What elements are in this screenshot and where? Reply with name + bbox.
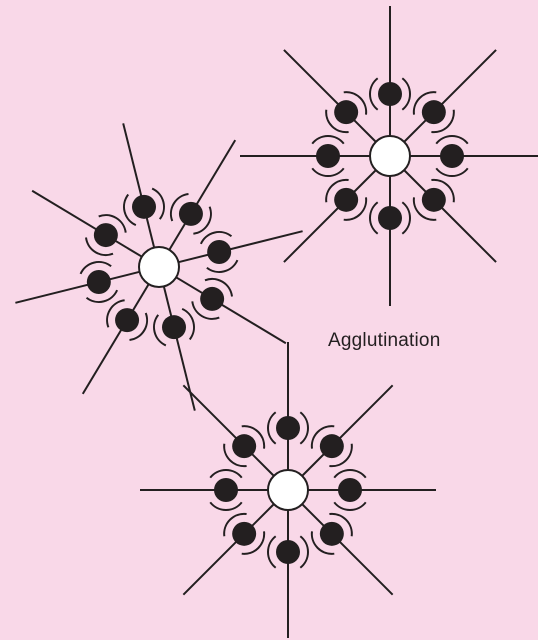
antigen-dot xyxy=(378,206,402,230)
antibody-arc xyxy=(329,512,353,537)
antibody-arc xyxy=(223,443,247,468)
antibody-arc xyxy=(343,91,368,115)
spoke-line xyxy=(403,169,497,263)
antibody-arc xyxy=(129,312,149,341)
antigen-dot xyxy=(440,144,464,168)
spoke-line xyxy=(178,230,303,264)
spoke-line xyxy=(182,503,275,596)
antibody-arc xyxy=(181,307,195,341)
antibody-arc xyxy=(123,193,137,227)
antibody-arc xyxy=(209,501,243,511)
antigen-dot xyxy=(378,82,402,106)
antigen-dot xyxy=(232,434,257,459)
antibody-arc xyxy=(311,167,345,177)
antibody-arc xyxy=(191,301,220,320)
spoke-line xyxy=(301,503,394,596)
spoke-line xyxy=(122,123,156,248)
antibody-arc xyxy=(169,193,189,222)
cluster-top-right xyxy=(240,6,538,306)
antigen-dot xyxy=(334,100,359,125)
spoke-line xyxy=(15,270,140,304)
antibody-arc xyxy=(193,206,212,235)
antibody-arc xyxy=(333,469,367,479)
antibody-arc xyxy=(241,425,266,449)
cluster-left xyxy=(15,123,303,411)
antibody-arc xyxy=(401,77,411,111)
antibody-arc xyxy=(369,77,379,111)
antibody-arc xyxy=(325,109,349,134)
antigen-dot xyxy=(161,315,186,340)
center-cell xyxy=(138,246,180,288)
antibody-arc xyxy=(204,277,233,297)
antibody-arc xyxy=(241,531,266,555)
antigen-dot xyxy=(319,521,344,546)
antigen-dot xyxy=(86,269,111,294)
antibody-arc xyxy=(85,289,119,303)
antibody-arc xyxy=(85,237,114,257)
antibody-arc xyxy=(267,535,277,569)
antibody-arc xyxy=(333,501,367,511)
antigen-dot xyxy=(93,223,118,248)
antibody-arc xyxy=(431,178,455,203)
antibody-arc xyxy=(310,531,335,555)
antibody-arc xyxy=(431,109,455,134)
antibody-arc xyxy=(79,261,112,275)
antibody-arc xyxy=(369,201,379,235)
spoke-line xyxy=(403,49,497,143)
spoke-line xyxy=(175,276,287,345)
antibody-arc xyxy=(343,197,368,221)
antibody-arc xyxy=(223,512,247,537)
antigen-dot xyxy=(132,194,157,219)
antigen-dot xyxy=(214,478,238,502)
antibody-arc xyxy=(435,135,469,145)
antigen-dot xyxy=(316,144,340,168)
antibody-arc xyxy=(199,231,233,245)
antigen-dot xyxy=(319,434,344,459)
spoke-line xyxy=(283,49,377,143)
antigen-dot xyxy=(115,308,140,333)
antigen-dot xyxy=(232,521,257,546)
antibody-arc xyxy=(311,135,345,145)
center-cell xyxy=(369,135,411,177)
antibody-arc xyxy=(329,443,353,468)
antigen-dot xyxy=(338,478,362,502)
agglutination-label: Agglutination xyxy=(328,330,441,351)
center-cell xyxy=(267,469,309,511)
spoke-line xyxy=(168,139,237,251)
antigen-dot xyxy=(334,187,359,212)
antigen-dot xyxy=(276,540,300,564)
antibody-arc xyxy=(98,214,127,233)
antibody-arc xyxy=(106,299,125,328)
antibody-arc xyxy=(412,197,437,221)
antibody-arc xyxy=(299,535,309,569)
antigen-dot xyxy=(178,201,203,226)
spoke-line xyxy=(301,384,394,477)
antibody-arc xyxy=(401,201,411,235)
antibody-arc xyxy=(412,91,437,115)
antigen-dot xyxy=(200,286,225,311)
antibody-arc xyxy=(151,187,165,220)
antibody-arc xyxy=(206,259,239,273)
antigen-dot xyxy=(421,187,446,212)
antibody-arc xyxy=(435,167,469,177)
antibody-arc xyxy=(153,314,167,347)
antigen-dot xyxy=(207,240,232,265)
spoke-line xyxy=(162,286,196,411)
antibody-arc xyxy=(299,411,309,445)
antibody-arc xyxy=(209,469,243,479)
spoke-line xyxy=(182,384,275,477)
cluster-bottom xyxy=(140,342,436,638)
antibody-arc xyxy=(325,178,349,203)
spoke-line xyxy=(81,283,150,395)
spoke-line xyxy=(31,189,143,258)
antigen-dot xyxy=(421,100,446,125)
antibody-arc xyxy=(267,411,277,445)
spoke-line xyxy=(283,169,377,263)
antibody-arc xyxy=(310,425,335,449)
antigen-dot xyxy=(276,416,300,440)
